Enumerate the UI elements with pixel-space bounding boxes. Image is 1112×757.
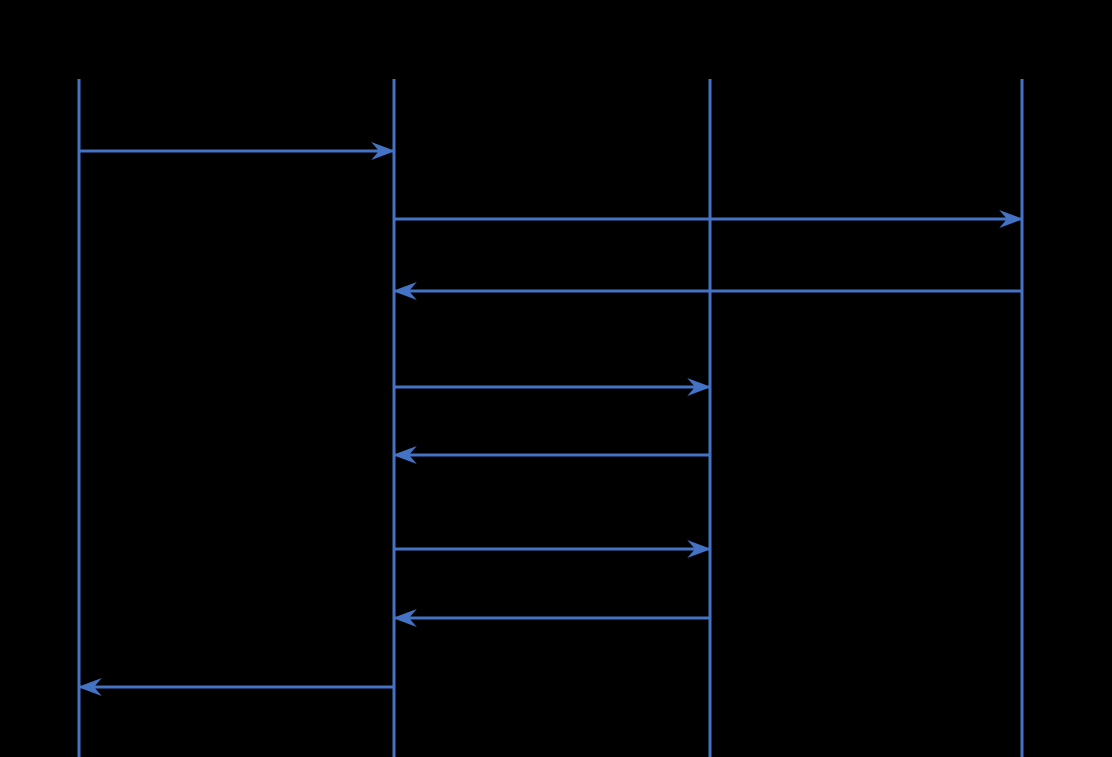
diagram-canvas [77, 79, 1024, 757]
sequence-diagram [77, 79, 1024, 757]
